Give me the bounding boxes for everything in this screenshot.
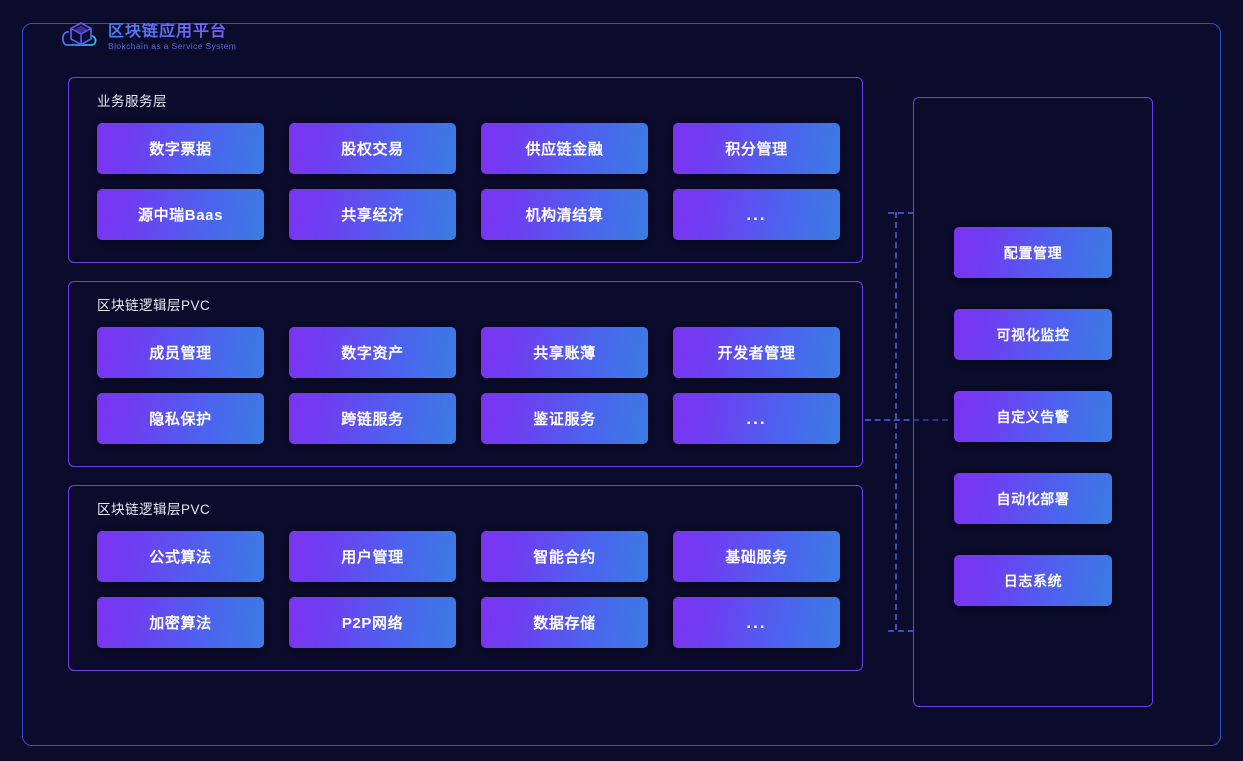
layer-tile[interactable]: 隐私保护 xyxy=(97,393,264,444)
brand-title: 区块链应用平台 xyxy=(108,23,236,41)
layer-panel-blockchain-logic-2: 区块链逻辑层PVC 公式算法 用户管理 智能合约 基础服务 加密算法 P2P网络… xyxy=(68,485,863,671)
layer-tile[interactable]: 数字票据 xyxy=(97,123,264,174)
layer-tile[interactable]: P2P网络 xyxy=(289,597,456,648)
layer-tile[interactable]: 鉴证服务 xyxy=(481,393,648,444)
layer-tile[interactable]: 公式算法 xyxy=(97,531,264,582)
layer-tile[interactable]: 数字资产 xyxy=(289,327,456,378)
layer-tile[interactable]: 数据存储 xyxy=(481,597,648,648)
brand-logo: 区块链应用平台 Blokchain as a Service System xyxy=(60,18,236,56)
side-tile-config-management[interactable]: 配置管理 xyxy=(954,227,1112,278)
layer-tile-more[interactable]: ... xyxy=(673,189,840,240)
layer-tile[interactable]: 跨链服务 xyxy=(289,393,456,444)
layer-tile[interactable]: 机构清结算 xyxy=(481,189,648,240)
layer-tile-more[interactable]: ... xyxy=(673,393,840,444)
layer-panel-blockchain-logic-1: 区块链逻辑层PVC 成员管理 数字资产 共享账薄 开发者管理 隐私保护 跨链服务… xyxy=(68,281,863,467)
layer-title: 区块链逻辑层PVC xyxy=(97,298,211,313)
side-tile-automated-deployment[interactable]: 自动化部署 xyxy=(954,473,1112,524)
cube-cloud-logo-icon xyxy=(60,18,100,56)
side-tile-visual-monitoring[interactable]: 可视化监控 xyxy=(954,309,1112,360)
layer-title: 区块链逻辑层PVC xyxy=(97,502,211,517)
management-panel: 配置管理 可视化监控 自定义告警 自动化部署 日志系统 xyxy=(913,97,1153,707)
brand-text-block: 区块链应用平台 Blokchain as a Service System xyxy=(108,23,236,51)
layer-tile-grid: 公式算法 用户管理 智能合约 基础服务 加密算法 P2P网络 数据存储 ... xyxy=(97,531,840,648)
layer-tile[interactable]: 开发者管理 xyxy=(673,327,840,378)
layer-tile-more[interactable]: ... xyxy=(673,597,840,648)
layer-tile[interactable]: 成员管理 xyxy=(97,327,264,378)
layer-tile[interactable]: 源中瑞Baas xyxy=(97,189,264,240)
layer-tile[interactable]: 股权交易 xyxy=(289,123,456,174)
layer-tile[interactable]: 智能合约 xyxy=(481,531,648,582)
side-tile-log-system[interactable]: 日志系统 xyxy=(954,555,1112,606)
layer-tile-grid: 数字票据 股权交易 供应链金融 积分管理 源中瑞Baas 共享经济 机构清结算 … xyxy=(97,123,840,240)
architecture-layers: 业务服务层 数字票据 股权交易 供应链金融 积分管理 源中瑞Baas 共享经济 … xyxy=(68,77,863,671)
layer-tile[interactable]: 加密算法 xyxy=(97,597,264,648)
layer-title: 业务服务层 xyxy=(97,94,167,109)
layer-tile[interactable]: 用户管理 xyxy=(289,531,456,582)
layer-panel-business-service: 业务服务层 数字票据 股权交易 供应链金融 积分管理 源中瑞Baas 共享经济 … xyxy=(68,77,863,263)
brand-subtitle: Blokchain as a Service System xyxy=(108,40,237,51)
side-tile-custom-alerts[interactable]: 自定义告警 xyxy=(954,391,1112,442)
layer-tile[interactable]: 供应链金融 xyxy=(481,123,648,174)
layer-tile-grid: 成员管理 数字资产 共享账薄 开发者管理 隐私保护 跨链服务 鉴证服务 ... xyxy=(97,327,840,444)
layer-tile[interactable]: 共享账薄 xyxy=(481,327,648,378)
layer-tile[interactable]: 共享经济 xyxy=(289,189,456,240)
layer-tile[interactable]: 基础服务 xyxy=(673,531,840,582)
layer-tile[interactable]: 积分管理 xyxy=(673,123,840,174)
